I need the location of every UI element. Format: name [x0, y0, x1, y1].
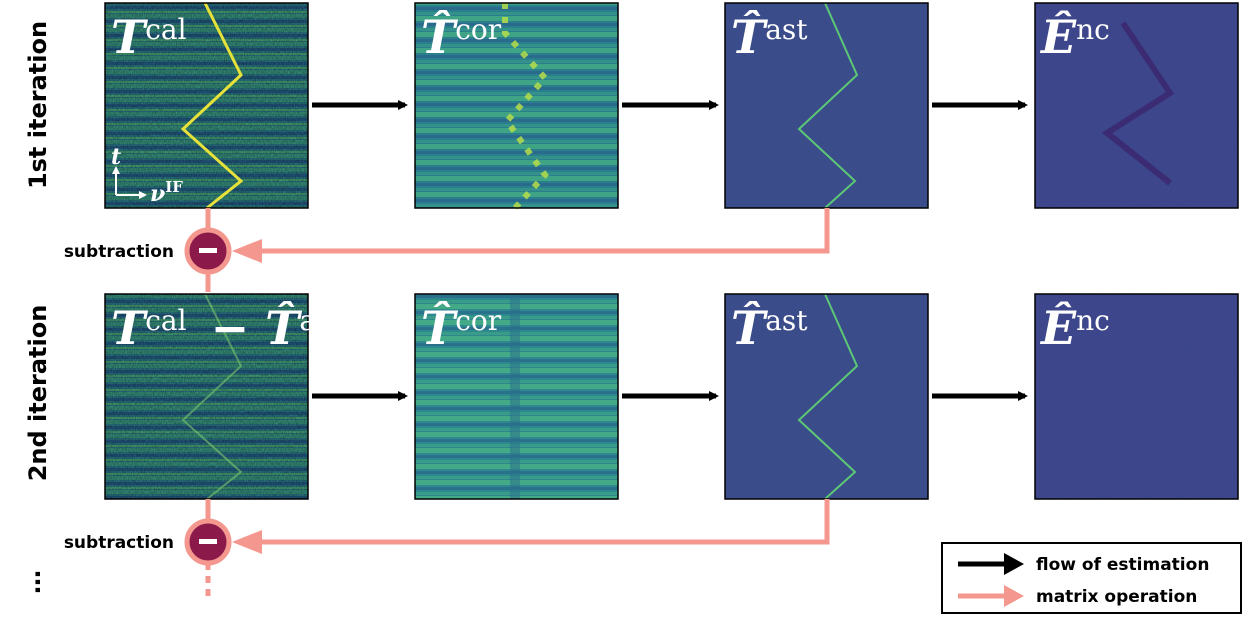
panel-r1-c4: [1034, 2, 1239, 209]
panel-r1-c1: [104, 2, 309, 210]
asteroid-trace: [797, 2, 859, 209]
panel-label-row1-1: Tcal: [111, 10, 187, 64]
signal-trace: [181, 293, 243, 500]
panel-r1-c3: [724, 2, 929, 209]
panel-label-row1-4: Ênc: [1039, 9, 1110, 64]
legend-flow-label: flow of estimation: [1036, 555, 1209, 575]
row-label-2: 2nd iteration: [24, 305, 52, 482]
legend-matrix-label: matrix operation: [1036, 587, 1197, 607]
panel-label-row2-3: T̂ast: [731, 301, 808, 355]
signal-trace: [180, 2, 244, 210]
panel-label-row1-2: T̂cor: [421, 10, 502, 64]
noise-residual-trace: [1101, 21, 1175, 186]
matrix-arrowheads: [232, 239, 262, 554]
subtraction-node-1: [184, 227, 232, 275]
matrix-operations: [205, 208, 830, 598]
legend-flow-arrowhead: [1004, 553, 1024, 575]
subtraction-label-1: subtraction: [64, 242, 174, 262]
matrix-arrowhead-2: [232, 530, 262, 554]
legend: flow of estimation matrix operation: [941, 542, 1242, 614]
panel-label-row2-2: T̂cor: [421, 301, 502, 355]
matrix-arrowhead-1: [232, 239, 262, 263]
panel-r2-c3: [724, 293, 929, 500]
matrix-return-path-1: [262, 208, 830, 254]
matrix-return-path-2: [262, 499, 830, 545]
axis-y-label: t: [111, 144, 121, 170]
panel-label-row2-1: Tcal − T̂ast: [111, 301, 342, 355]
panel-r2-c4: [1034, 293, 1239, 500]
row-label-1: 1st iteration: [24, 21, 52, 189]
panel-label-row1-3: T̂ast: [731, 10, 808, 64]
panel-label-row2-4: Ênc: [1039, 300, 1110, 355]
continuation-dots: …: [18, 570, 46, 594]
flow-arrows: [312, 100, 1028, 401]
panel-r2-c1: [104, 293, 309, 500]
subtraction-node-2: [184, 518, 232, 566]
legend-matrix-arrowhead: [1004, 585, 1024, 607]
asteroid-trace: [797, 293, 859, 500]
panel-r1-c2: [414, 2, 619, 211]
panel-r2-c2: [414, 293, 619, 500]
subtraction-label-2: subtraction: [64, 533, 174, 553]
